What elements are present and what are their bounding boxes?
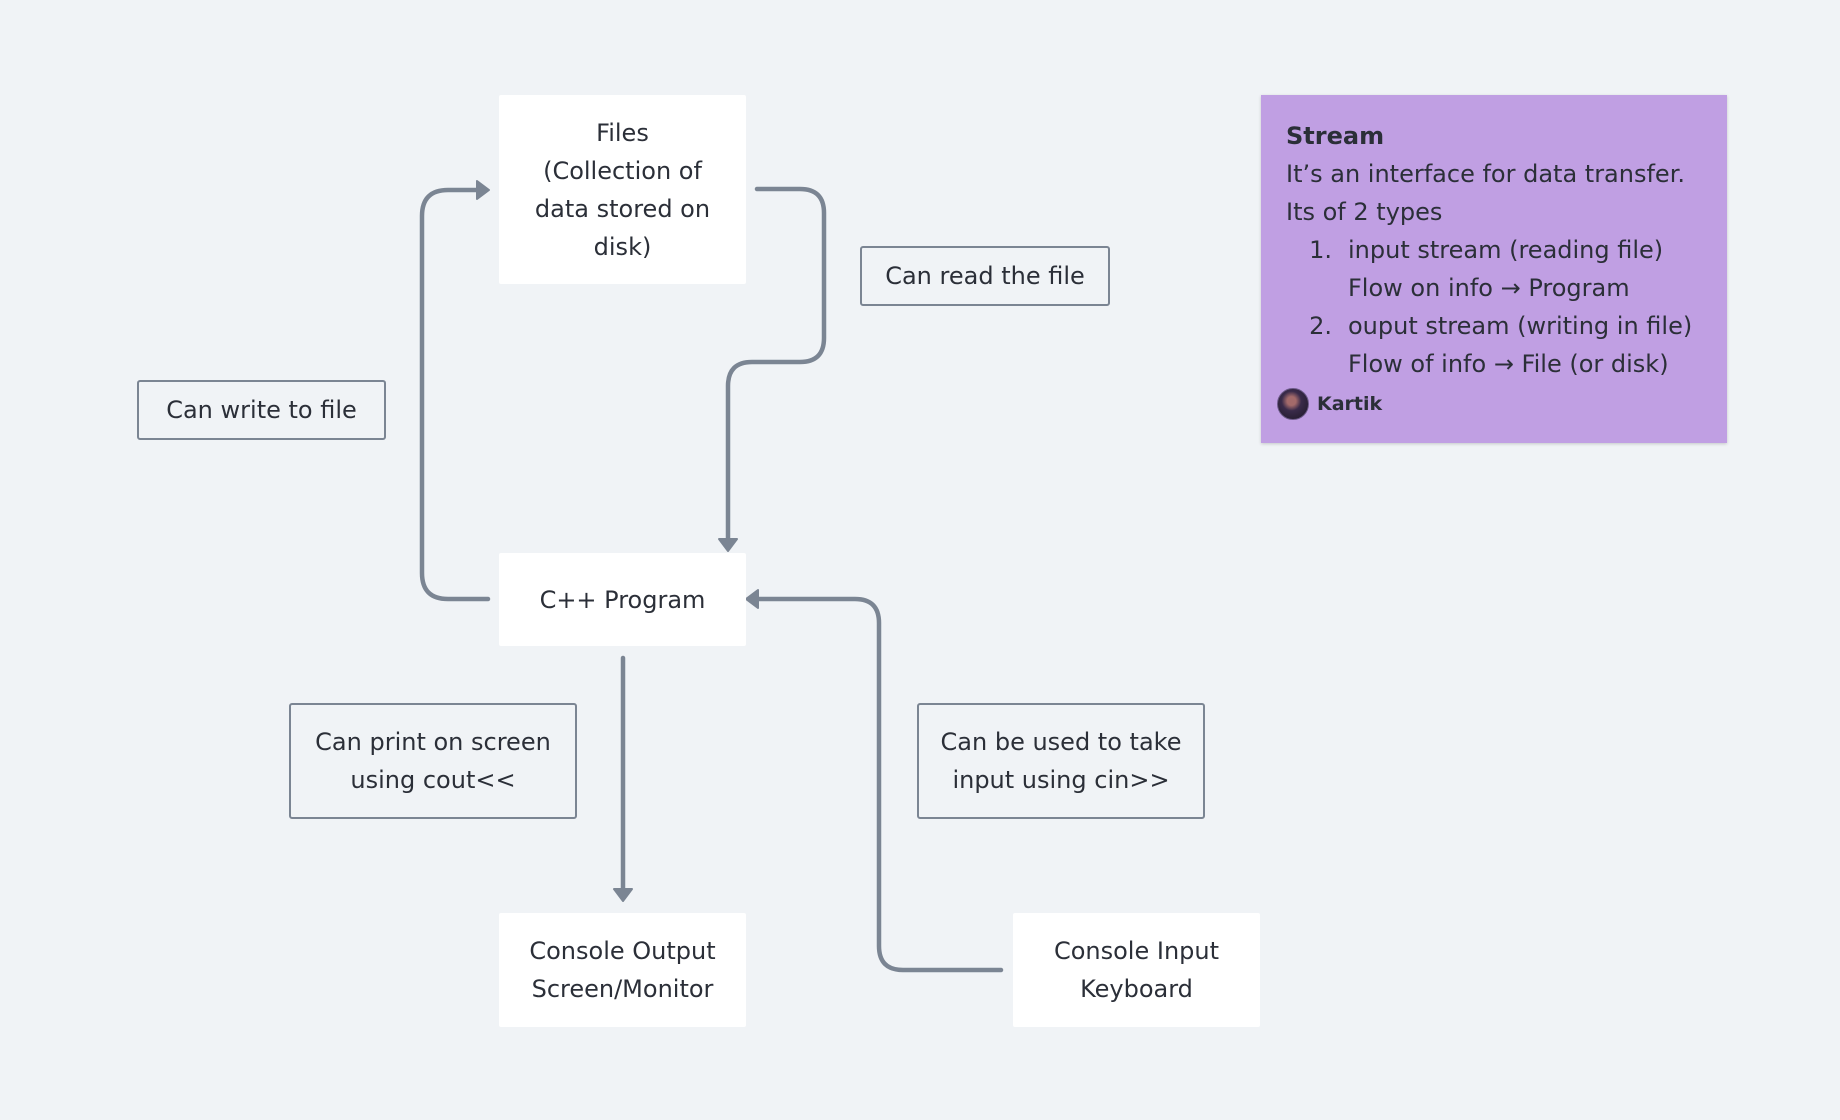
avatar [1277,388,1309,420]
list-item-subtext: Flow on info → Program [1348,274,1630,302]
take-input-line-1: Can be used to take [940,728,1182,756]
list-item: 2. ouput stream (writing in file) Flow o… [1286,307,1707,383]
console-output-line-2: Screen/Monitor [531,975,714,1003]
list-item: 1. input stream (reading file) Flow on i… [1286,231,1707,307]
print-screen-line-1: Can print on screen [315,728,551,756]
files-node-line-4: disk) [593,232,652,261]
read-arrowhead [718,538,738,552]
write-file-label[interactable]: Can write to file [137,380,386,440]
read-file-label[interactable]: Can read the file [860,246,1110,306]
list-item-number: 2. [1309,312,1332,340]
note-line-1: It’s an interface for data transfer. [1286,160,1685,188]
files-node-line-1: Files [596,118,649,147]
take-input-label[interactable]: Can be used to take input using cin>> [917,703,1205,819]
author-name: Kartik [1317,393,1383,415]
write-connector[interactable] [419,187,491,602]
console-input-line-2: Keyboard [1080,975,1193,1003]
list-item-subtext: Flow of info → File (or disk) [1348,350,1669,378]
output-arrowhead [613,888,633,902]
note-line-2: Its of 2 types [1286,198,1443,226]
list-item-content: input stream (reading file) Flow on info… [1348,231,1663,307]
read-file-text: Can read the file [885,262,1085,290]
console-input-node[interactable]: Console Input Keyboard [1013,913,1260,1027]
files-node-line-3: data stored on [534,194,711,223]
cpp-program-label: C++ Program [539,585,706,614]
cpp-program-node[interactable]: C++ Program [499,553,746,646]
console-input-line-1: Console Input [1053,937,1220,965]
note-title: Stream [1286,122,1385,150]
input-connector[interactable] [755,596,1004,973]
files-node-line-2: (Collection of [543,156,702,185]
note-author: Kartik [1277,385,1707,423]
list-item-text: input stream (reading file) [1348,236,1664,264]
list-item-number: 1. [1309,236,1332,264]
console-output-line-1: Console Output [529,937,716,965]
list-item-content: ouput stream (writing in file) Flow of i… [1348,307,1692,383]
input-arrowhead [745,589,759,609]
list-item-text: ouput stream (writing in file) [1348,312,1693,340]
take-input-line-2: input using cin>> [952,766,1170,794]
write-file-text: Can write to file [166,396,357,424]
stream-sticky-note[interactable]: Stream It’s an interface for data transf… [1261,95,1727,443]
console-output-node[interactable]: Console Output Screen/Monitor [499,913,746,1027]
files-node[interactable]: Files (Collection of data stored on disk… [499,95,746,284]
print-screen-line-2: using cout<< [350,766,516,794]
write-arrowhead [476,180,490,200]
stream-types-list: 1. input stream (reading file) Flow on i… [1286,231,1707,383]
print-screen-label[interactable]: Can print on screen using cout<< [289,703,577,819]
read-connector[interactable] [725,186,827,543]
